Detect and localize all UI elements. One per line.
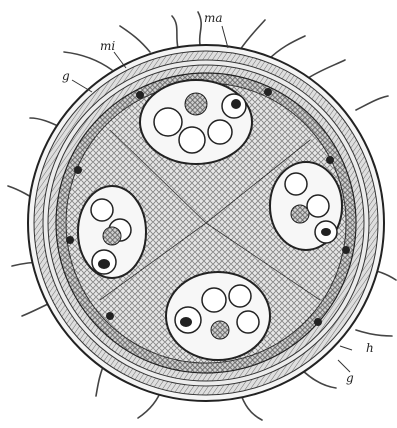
- label-h: h: [366, 341, 374, 355]
- label-mi: mi: [100, 39, 115, 53]
- label-g-bottom: g: [346, 371, 354, 385]
- vascular-bundle-bottom: [166, 272, 270, 360]
- label-ma: ma: [204, 11, 223, 25]
- vascular-bundle-top: [140, 80, 252, 164]
- vascular-bundle-right: [270, 162, 342, 250]
- vascular-bundle-left: [78, 186, 146, 278]
- label-g-top: g: [62, 69, 70, 83]
